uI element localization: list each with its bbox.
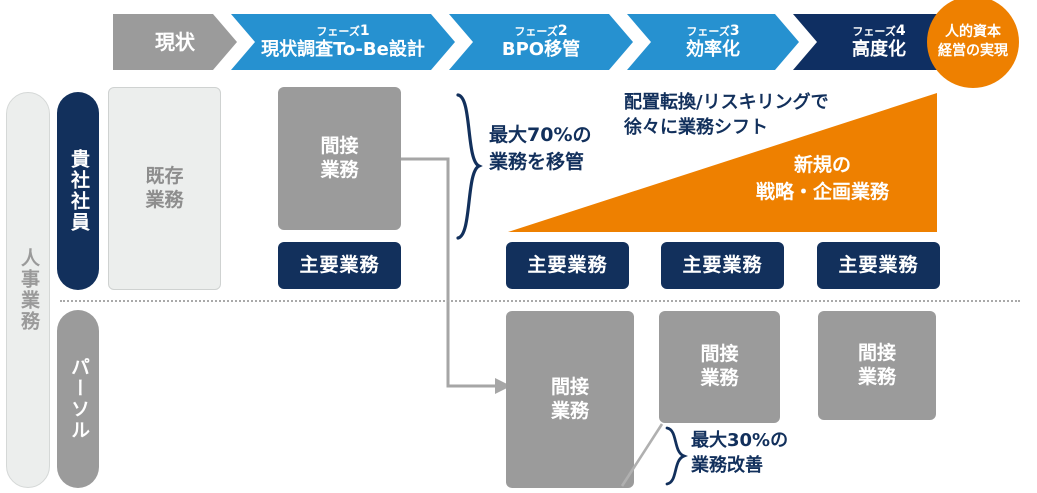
- phase-header-2-title: BPO移管: [501, 39, 581, 61]
- swimlane-divider: [60, 300, 1020, 302]
- phase-header-current[interactable]: 現状: [113, 14, 237, 70]
- annotation-transfer-70: 最大70%の 業務を移管: [489, 124, 592, 173]
- rail-persol: パーソル: [57, 310, 99, 488]
- growth-triangle-label: 新規の 戦略・企画業務: [755, 154, 889, 203]
- box-existing-work[interactable]: 既存 業務: [108, 87, 221, 290]
- brace-30: [665, 426, 688, 486]
- box-core-phase4[interactable]: 主要業務: [817, 242, 940, 289]
- phase-header-1[interactable]: フェーズ1 現状調査To-Be設計: [231, 14, 455, 70]
- phase-header-current-title: 現状: [155, 30, 195, 54]
- box-core-phase3[interactable]: 主要業務: [661, 242, 784, 289]
- rail-persol-label: パーソル: [67, 357, 90, 441]
- growth-triangle: [508, 93, 937, 232]
- box-indirect-phase2[interactable]: 間接 業務: [506, 311, 634, 488]
- goal-circle[interactable]: 人的資本 経営の実現: [927, 0, 1019, 88]
- box-core-phase1[interactable]: 主要業務: [278, 242, 401, 289]
- phase-header-4-kicker: フェーズ4: [852, 22, 906, 39]
- phase-header-3[interactable]: フェーズ3 効率化: [627, 14, 799, 70]
- phase-header-2[interactable]: フェーズ2 BPO移管: [449, 14, 633, 70]
- phase-header-3-kicker: フェーズ3: [686, 22, 740, 39]
- rail-client-employees-label: 貴社社員: [67, 149, 90, 233]
- phase-header-3-title: 効率化: [686, 39, 740, 61]
- transfer-connector: [398, 157, 511, 394]
- phase-header-1-title: 現状調査To-Be設計: [261, 39, 425, 61]
- rail-client-employees: 貴社社員: [57, 92, 99, 290]
- box-indirect-phase3[interactable]: 間接 業務: [659, 311, 780, 423]
- rail-hr-operations: 人事業務: [6, 92, 50, 488]
- box-indirect-phase1[interactable]: 間接 業務: [278, 87, 401, 230]
- phase-header-4-title: 高度化: [852, 39, 906, 61]
- goal-line-1: 人的資本: [945, 24, 1001, 41]
- annotation-improve-30: 最大30%の 業務改善: [691, 430, 789, 477]
- phase-header-1-kicker: フェーズ1: [316, 22, 370, 39]
- phase-header-2-kicker: フェーズ2: [514, 22, 568, 39]
- brace-70: [456, 93, 483, 240]
- goal-line-2: 経営の実現: [938, 43, 1008, 59]
- improvement-leader-line: [620, 423, 664, 487]
- rail-hr-operations-label: 人事業務: [17, 248, 40, 332]
- annotation-workload-shift: 配置転換/リスキリングで 徐々に業務シフト: [624, 92, 829, 139]
- box-indirect-phase4[interactable]: 間接 業務: [818, 311, 936, 420]
- box-core-phase2[interactable]: 主要業務: [506, 242, 629, 289]
